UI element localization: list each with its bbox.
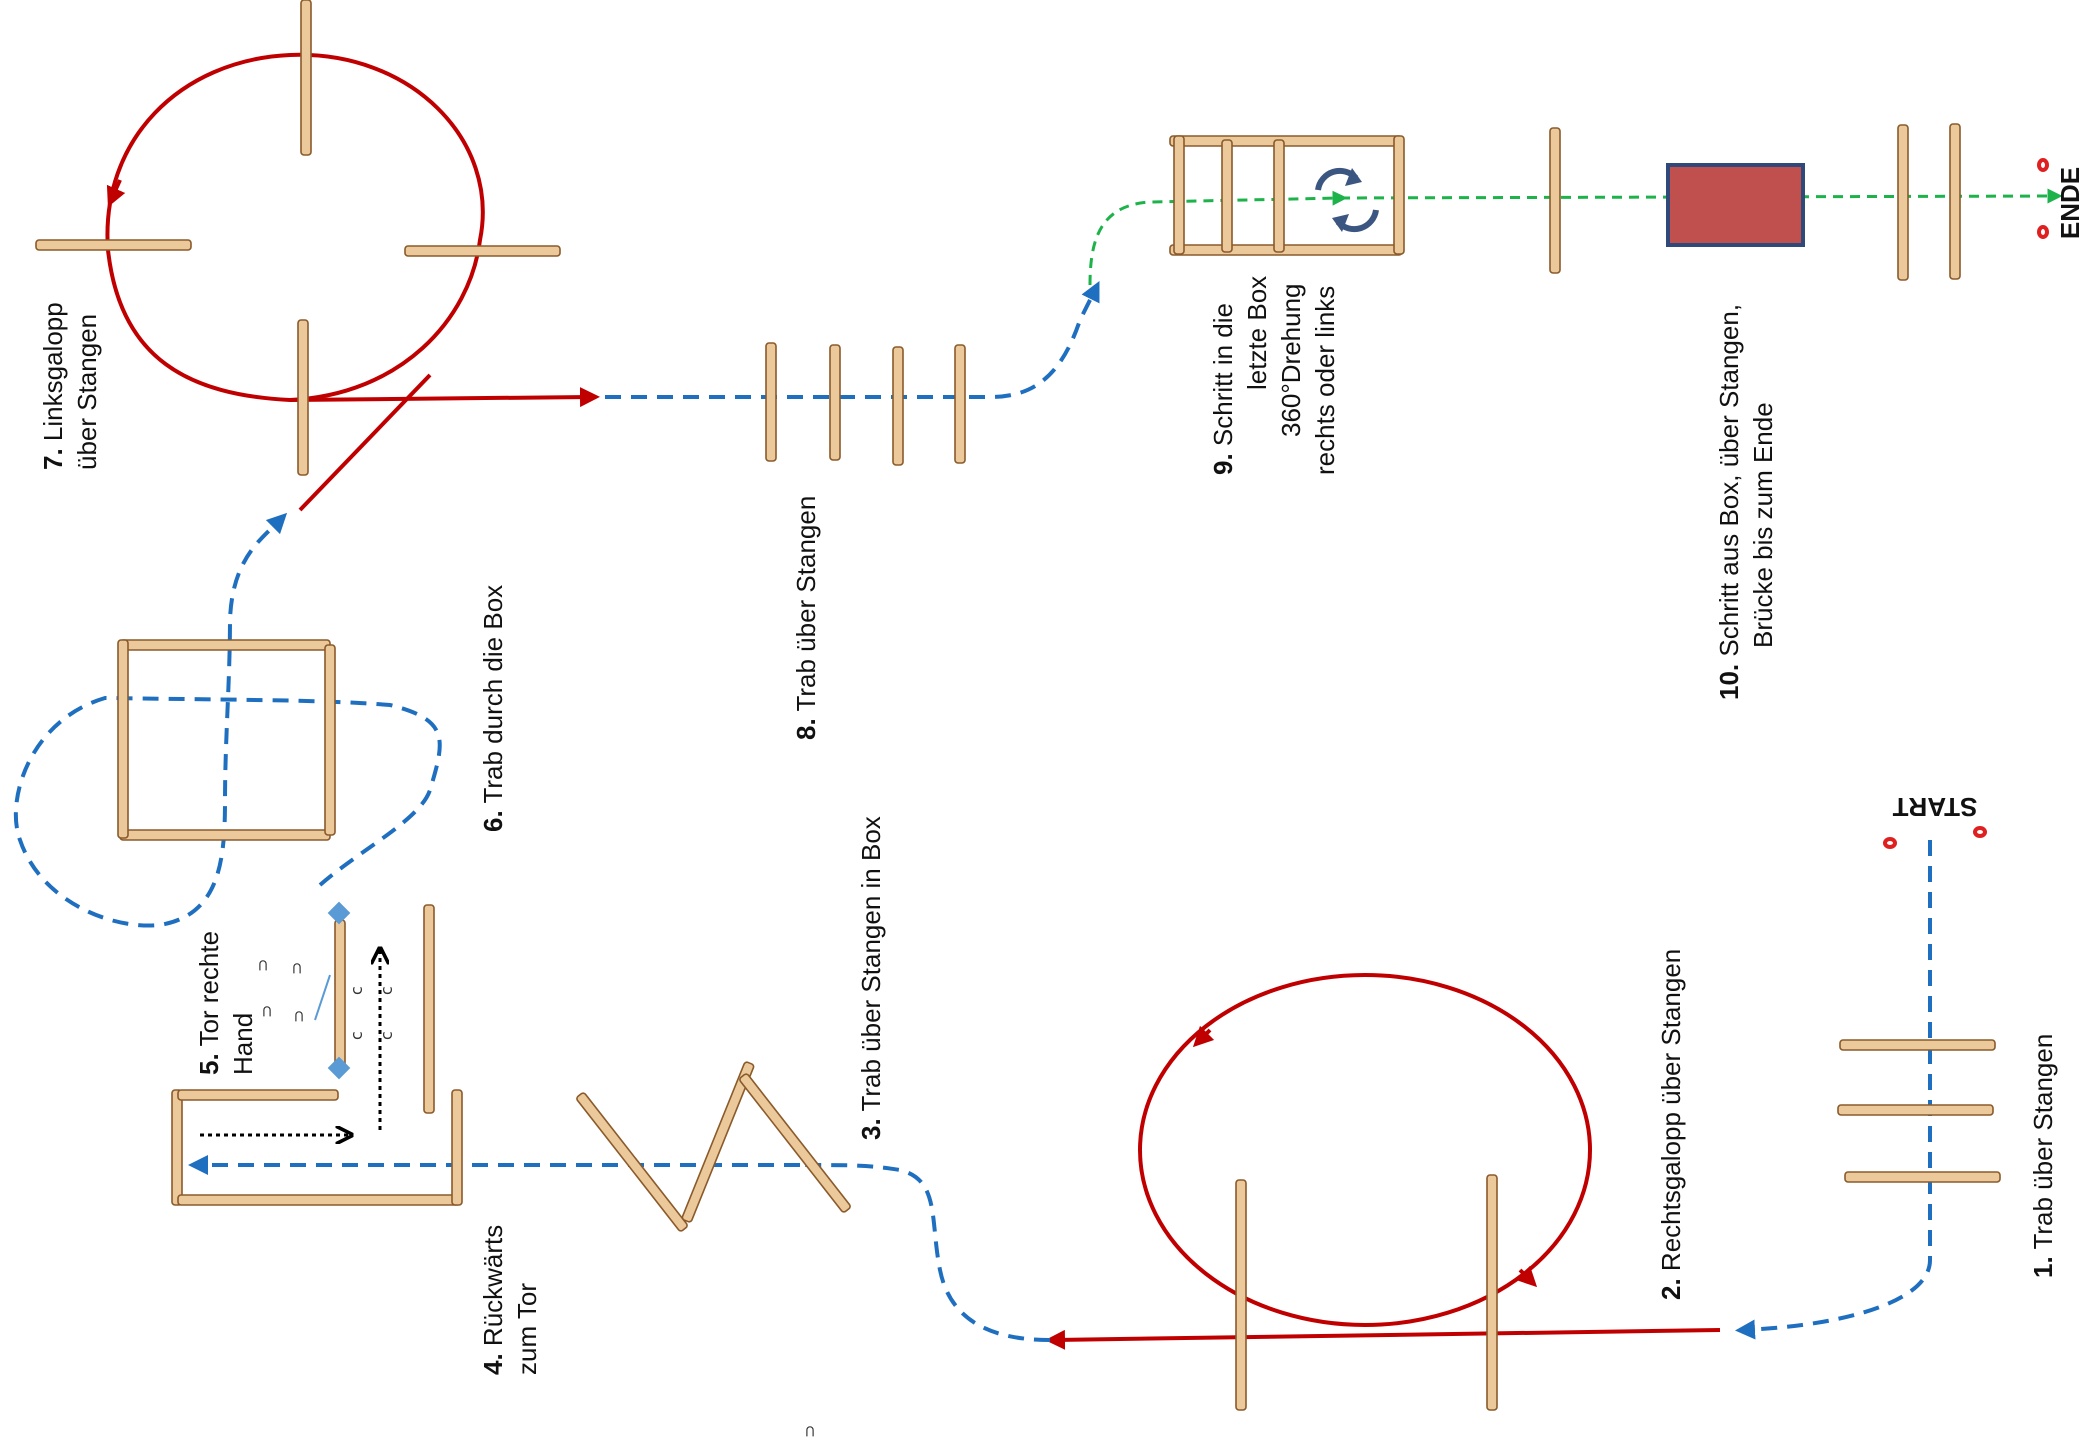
gate (314, 901, 351, 1080)
station-1-label: 1. Trab über Stangen (2028, 1034, 2058, 1278)
pole (1837, 1104, 1994, 1116)
svg-text:7. Linksgalopp: 7. Linksgalopp (38, 302, 68, 470)
svg-text:2. Rechtsgalopp über Stangen: 2. Rechtsgalopp über Stangen (1656, 949, 1686, 1300)
pole (1839, 1039, 1996, 1051)
double-box (1169, 135, 1405, 256)
pole (404, 245, 561, 257)
bridge (1666, 163, 1805, 247)
svg-text:⊃: ⊃ (800, 1425, 819, 1438)
pole (829, 344, 841, 461)
station-10-label: 10. Schritt aus Box, über Stangen, Brück… (1714, 304, 1778, 700)
canter-path-station-7-entry (298, 373, 432, 512)
svg-text:c: c (377, 1031, 396, 1040)
rotate-360-icon (1315, 167, 1379, 233)
hoofprint-icon: ⊃ ⊃ ⊃ ⊃ c c c c ⊃ (253, 959, 819, 1438)
start-label: START (1893, 792, 1978, 822)
svg-text:Brücke bis zum Ende: Brücke bis zum Ende (1748, 402, 1778, 648)
trot-path-station-6 (13, 512, 442, 928)
backup-lane (171, 904, 463, 1206)
svg-text:⊃: ⊃ (289, 1010, 308, 1023)
trot-path-station-1 (1735, 840, 1932, 1340)
station-5-label: 5. Tor rechte Hand (194, 931, 258, 1075)
svg-text:3. Trab über Stangen in Box: 3. Trab über Stangen in Box (856, 816, 886, 1140)
canter-path-station-7-exit (289, 387, 600, 408)
svg-text:1. Trab über Stangen: 1. Trab über Stangen (2028, 1034, 2058, 1278)
svg-text:10. Schritt aus Box, über Stan: 10. Schritt aus Box, über Stangen, (1714, 304, 1744, 700)
pole (1486, 1174, 1498, 1411)
end-label: ENDE (2055, 167, 2085, 239)
svg-text:⊃: ⊃ (253, 959, 272, 972)
svg-text:8. Trab über Stangen: 8. Trab über Stangen (791, 496, 821, 740)
svg-text:5. Tor rechte: 5. Tor rechte (194, 931, 224, 1075)
svg-text:Hand: Hand (228, 1013, 258, 1075)
canter-path-station-2-line (1045, 1328, 1721, 1350)
station-7-label: 7. Linksgalopp über Stangen (38, 302, 102, 470)
svg-text:rechts oder links: rechts oder links (1310, 286, 1340, 475)
svg-text:⊃: ⊃ (287, 962, 306, 975)
trot-path-station-3 (799, 1163, 1051, 1342)
svg-text:c: c (347, 986, 366, 995)
canter-path-station-2 (1138, 973, 1592, 1327)
canter-path-station-7 (105, 52, 485, 403)
svg-text:9. Schritt in die: 9. Schritt in die (1208, 303, 1238, 475)
station-9-label: 9. Schritt in die letzte Box 360°Drehung… (1208, 276, 1340, 475)
square-box (117, 639, 336, 841)
svg-text:c: c (377, 986, 396, 995)
cone-icon (1883, 158, 2049, 849)
pole (892, 346, 904, 466)
zigzag-poles (576, 1061, 851, 1232)
pole (954, 344, 966, 464)
pole (1949, 123, 1961, 280)
walk-path-station-9 (1088, 190, 1348, 286)
pole (765, 342, 777, 462)
svg-text:über Stangen: über Stangen (72, 314, 102, 470)
trot-path-station-8 (605, 281, 1100, 399)
svg-text:c: c (347, 1031, 366, 1040)
station-6-label: 6. Trab durch die Box (478, 585, 508, 832)
station-4-label: 4. Rückwärts zum Tor (478, 1225, 542, 1375)
svg-text:zum Tor: zum Tor (512, 1283, 542, 1375)
station-2-label: 2. Rechtsgalopp über Stangen (1656, 949, 1686, 1300)
svg-text:6. Trab durch die Box: 6. Trab durch die Box (478, 585, 508, 832)
svg-text:letzte Box: letzte Box (1242, 276, 1272, 390)
svg-text:⊃: ⊃ (257, 1005, 276, 1018)
station-3-label: 3. Trab über Stangen in Box (856, 816, 886, 1140)
pole (35, 239, 192, 251)
pole (1549, 127, 1561, 274)
svg-text:4. Rückwärts: 4. Rückwärts (478, 1225, 508, 1375)
svg-text:360°Drehung: 360°Drehung (1276, 283, 1306, 437)
pole (300, 0, 312, 156)
pole (1897, 124, 1909, 281)
station-8-label: 8. Trab über Stangen (791, 496, 821, 740)
pole (1235, 1179, 1247, 1411)
pole (297, 319, 309, 476)
pole (1844, 1171, 2001, 1183)
